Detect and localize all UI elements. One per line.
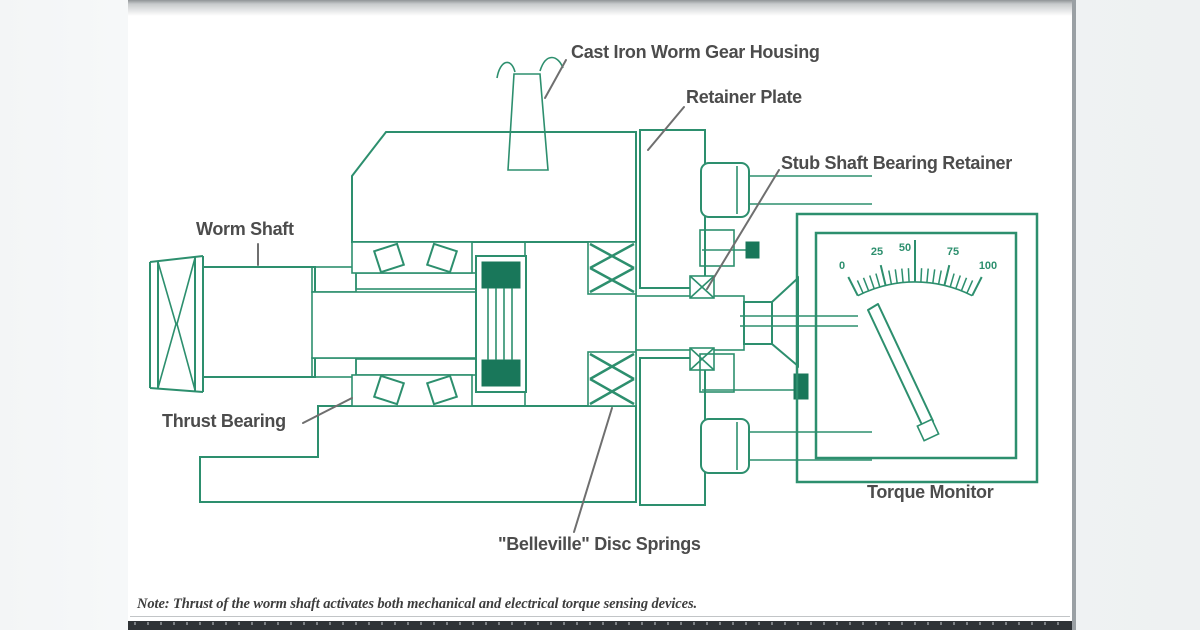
- gauge-needle: [867, 303, 940, 442]
- shaft-pulley-end: [149, 255, 204, 393]
- bearing-lock-nut: [475, 255, 527, 393]
- gauge-scale: 0 25 50 75 100: [839, 240, 997, 297]
- figure-note: Note: Thrust of the worm shaft activates…: [137, 596, 698, 612]
- mounting-bolts: [699, 162, 872, 474]
- label-cast-iron-worm-gear-housing: Cast Iron Worm Gear Housing: [571, 42, 820, 62]
- label-retainer-plate: Retainer Plate: [686, 87, 802, 107]
- retainer-plate-shape: [639, 129, 706, 506]
- note-divider: [130, 616, 1070, 617]
- belleville-springs-shape: [587, 241, 637, 407]
- gauge-label-0: 0: [839, 260, 845, 272]
- torque-monitor-shape: 0 25 50 75 100: [740, 212, 1039, 484]
- cropped-footer-bar: [128, 621, 1072, 630]
- gauge-label-25: 25: [871, 246, 883, 258]
- cropped-footer-text: [134, 622, 1066, 625]
- gauge-label-50: 50: [899, 242, 911, 254]
- card-top-shadow: [128, 0, 1072, 16]
- label-stub-shaft-bearing-retainer: Stub Shaft Bearing Retainer: [781, 153, 1012, 173]
- label-worm-shaft: Worm Shaft: [196, 219, 294, 239]
- gear-blank: [524, 241, 799, 407]
- gauge-label-100: 100: [979, 260, 997, 272]
- label-thrust-bearing: Thrust Bearing: [162, 411, 286, 431]
- sensor-shaft-lines: [740, 315, 858, 327]
- stub-shaft: [635, 275, 799, 369]
- label-belleville-disc-springs: "Belleville" Disc Springs: [498, 534, 701, 554]
- gauge-label-75: 75: [947, 246, 959, 258]
- stub-shaft-bearing-retainer-shape: [689, 275, 715, 371]
- thrust-bearing-shape: [351, 241, 473, 407]
- worm-shaft-shape: [149, 255, 477, 393]
- leader-lines: [257, 59, 780, 533]
- gauge-ticks: [847, 240, 983, 297]
- label-torque-monitor: Torque Monitor: [867, 482, 994, 502]
